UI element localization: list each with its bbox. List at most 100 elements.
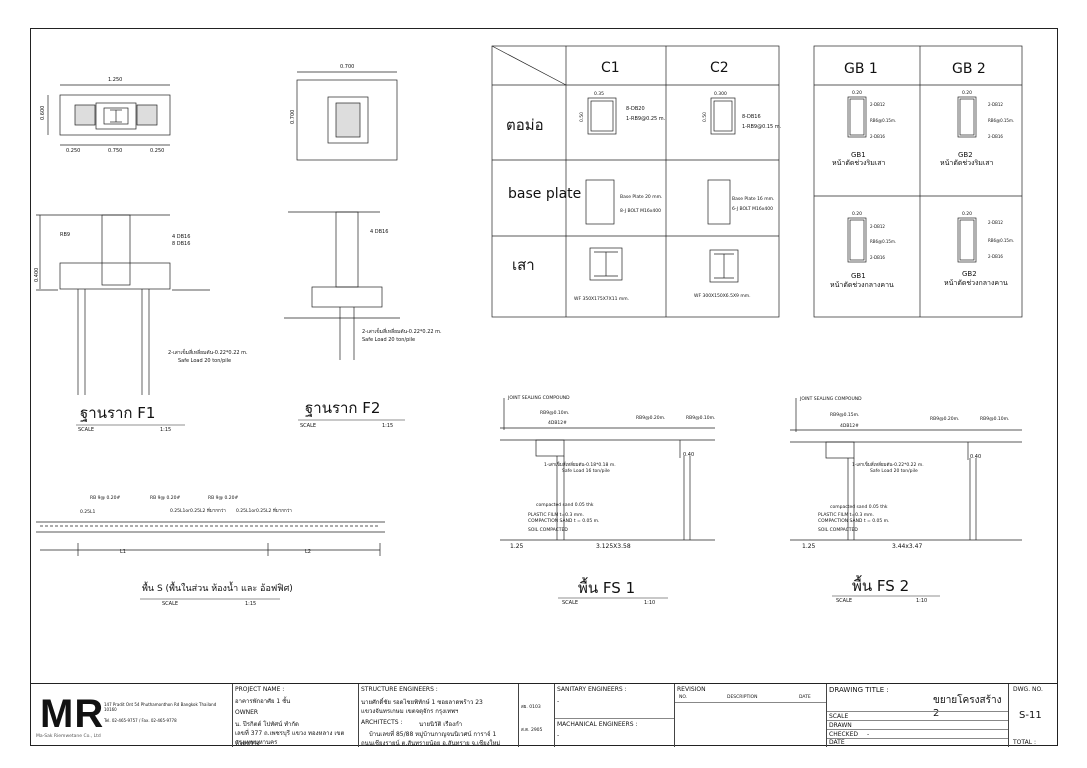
schedule-row-column: เสา xyxy=(512,256,535,274)
mechanical-label: MACHANICAL ENGINEERS : xyxy=(557,721,638,728)
fs2-title: พื้น FS 2 xyxy=(852,575,909,595)
architects-label: ARCHITECTS : xyxy=(361,719,403,726)
f2-scale: 1:15 xyxy=(382,423,393,429)
fs2-sand: compacted sand 0.05 thk xyxy=(830,504,888,510)
slab-s-scale: 1:15 xyxy=(245,601,256,607)
gb1-top-bar: 2-DB12 xyxy=(870,102,885,107)
owner-label: OWNER xyxy=(235,709,259,716)
f2-note-load: Safe Load 20 ton/pile xyxy=(362,337,415,343)
gb1-top-label: GB1 xyxy=(851,151,866,159)
c1-pedestal-bar2: 1-RB9@0.25 m. xyxy=(626,116,666,122)
schedule-row-pedestal: ตอม่อ xyxy=(506,116,544,134)
slab-fs1-section xyxy=(500,398,715,541)
fs1-rb-a: RB9@0.10m. xyxy=(540,410,569,416)
gb1-bot-stirrup: RB6@0.15m. xyxy=(870,239,896,244)
revision-header-rule xyxy=(675,702,826,703)
structure-line-1: นายศักดิ์ชัย รอดไชยพิทักษ์ 1 ซอยลาดพร้าว… xyxy=(361,699,483,706)
c1-plate-thk: Base Plate 20 mm. xyxy=(620,194,662,200)
f1-note-rb: RB9 xyxy=(60,232,70,238)
fs1-rb-c: RB9@0.10m. xyxy=(686,415,715,421)
slab-s-title: พื้น S (พื้นในส่วน ห้องน้ำ และ อ้อฟฟิศ) xyxy=(142,581,293,594)
gb2-bot-sublabel: หน้าตัดช่วงกลางคาน xyxy=(944,279,1008,287)
fs1-dim-a: 0.40 xyxy=(683,452,694,458)
company-phone: Tel. 02-465-9757 / Fax. 02-465-9778 xyxy=(104,718,177,723)
structure-label: STRUCTURE ENGINEERS : xyxy=(361,686,438,693)
company-logo: MR xyxy=(40,692,105,736)
checked-label: CHECKED xyxy=(829,731,859,738)
fs2-film: PLASTIC FILM t=0.3 mm. xyxy=(818,512,874,518)
schedule-header-c1: C1 xyxy=(601,60,620,76)
gb2-bot-stirrup: RB6@0.15m. xyxy=(988,238,1014,243)
fs1-joint: JOINT SEALING COMPOUND xyxy=(507,395,570,401)
fs1-film: PLASTIC FILM t=0.3 mm. xyxy=(528,512,584,518)
slab-s-sub-3: 0.25L1or0.25L2 ที่มากกว่า xyxy=(236,507,292,514)
gb2-bot-bottom: 2-DB16 xyxy=(988,254,1003,259)
gb1-top-dim: 0.20 xyxy=(852,90,862,96)
c1-pedestal-bar1: 8-DB20 xyxy=(626,106,645,112)
owner-line-3: กรุงเทพมหานคร xyxy=(235,739,278,746)
revision-description-header: DESCRIPTION xyxy=(727,695,758,700)
gb2-top-label: GB2 xyxy=(958,151,973,159)
c1-column-section: WF 350X175X7X11 mm. xyxy=(574,296,629,302)
f2-plan xyxy=(296,71,398,161)
f1-scale: 1:15 xyxy=(160,427,171,433)
gb1-top-stirrup: RB6@0.15m. xyxy=(870,118,896,123)
fs1-sand: compacted sand 0.05 thk xyxy=(536,502,594,508)
engineers-cell: STRUCTURE ENGINEERS : นายศักดิ์ชัย รอดไช… xyxy=(358,684,518,747)
mechanical-value: - xyxy=(557,732,560,739)
f2-section xyxy=(284,211,400,360)
drawn-label: DRAWN xyxy=(829,722,852,729)
f1-note-pile: 2-เสาเข็มสี่เหลี่ยมตัน-0.22*0.22 m. xyxy=(168,348,248,356)
slab-s-note-3: RB 9@ 0.20# xyxy=(208,495,238,501)
services-cell: SANITARY ENGINEERS : - MACHANICAL ENGINE… xyxy=(554,684,674,747)
grade-beam-table xyxy=(813,45,1023,318)
f1-plan xyxy=(47,84,171,146)
fs1-rb-b: RB9@0.20m. xyxy=(636,415,665,421)
fs2-scale-label: SCALE xyxy=(836,598,852,604)
gb2-bot-bar: 2-DB12 xyxy=(988,220,1003,225)
c1-dim-w: 0.35 xyxy=(594,91,604,97)
fs2-scale: 1:10 xyxy=(916,598,927,604)
dwg-no: S-11 xyxy=(1019,710,1042,721)
title-rule-4 xyxy=(827,738,1008,739)
gb1-bot-bottom: 2-DB16 xyxy=(870,255,885,260)
fs1-dim-l: 1.25 xyxy=(510,543,524,550)
f1-dim-b: 0.750 xyxy=(108,148,122,154)
f1-dim-h: 0.400 xyxy=(34,268,40,282)
c1-plate-bolt: 8-J BOLT M16x400 xyxy=(620,208,661,214)
architects-line-1: บ้านเลขที่ 85/88 หมู่บ้านกาญจนนิเวศน์ กา… xyxy=(369,731,497,738)
gb1-bot-label: GB1 xyxy=(851,272,866,280)
structure-line-2: แขวงจันทรเกษม เขตจตุจักร กรุงเทพฯ xyxy=(361,708,459,715)
gb2-top-dim: 0.20 xyxy=(962,90,972,96)
fs1-scale: 1:10 xyxy=(644,600,655,606)
revision-label: REVISION xyxy=(677,686,706,693)
drawing-title-label: DRAWING TITLE : xyxy=(829,686,889,694)
gb2-bot-dim: 0.20 xyxy=(962,211,972,217)
c2-pedestal-bar1: 8-DB16 xyxy=(742,114,761,120)
project-cell: PROJECT NAME : อาคารพักอาศัย 1 ชั้น OWNE… xyxy=(232,684,358,747)
fs2-soil: SOIL COMPACTED xyxy=(818,527,858,533)
f2-dim-top: 0.700 xyxy=(340,64,354,70)
slab-fs2-section xyxy=(790,398,1022,541)
fs1-scale-label: SCALE xyxy=(562,600,578,606)
f1-note-db2: 8 DB16 xyxy=(172,241,190,247)
gb2-top-stirrup: RB6@0.15m. xyxy=(988,118,1014,123)
f2-dim-side: 0.700 xyxy=(290,110,296,124)
fs2-pile: 1-เสาเข็มสี่เหลี่ยมตัน-0.22*0.22 m. xyxy=(852,460,924,468)
dwg-no-label: DWG. NO. xyxy=(1013,686,1043,693)
gb1-top-bottom: 2-DB16 xyxy=(870,134,885,139)
slab-s-note-1: RB 9@ 0.20# xyxy=(90,495,120,501)
c2-pedestal-bar2: 1-RB9@0.15 m. xyxy=(742,124,782,130)
gb2-top-bar: 2-DB12 xyxy=(988,102,1003,107)
f1-dim-top: 1.250 xyxy=(108,77,122,83)
slab-s-sub-2: 0.25L1or0.25L2 ที่มากกว่า xyxy=(170,507,226,514)
company-address: 147 Pradit Ont 54 Phuthamonthon Rd Bangk… xyxy=(104,702,217,712)
fs2-rb-b: RB9@0.20m. xyxy=(930,416,959,422)
c2-dim-w: 0.300 xyxy=(714,91,727,97)
project-name-label: PROJECT NAME : xyxy=(235,686,285,693)
signature-no-1: สย. 0103 xyxy=(521,705,541,710)
revision-no-header: NO. xyxy=(679,695,688,700)
company-name: Ma-Sak Riemwetane Co., Ltd xyxy=(36,734,101,739)
services-divider xyxy=(555,718,674,719)
